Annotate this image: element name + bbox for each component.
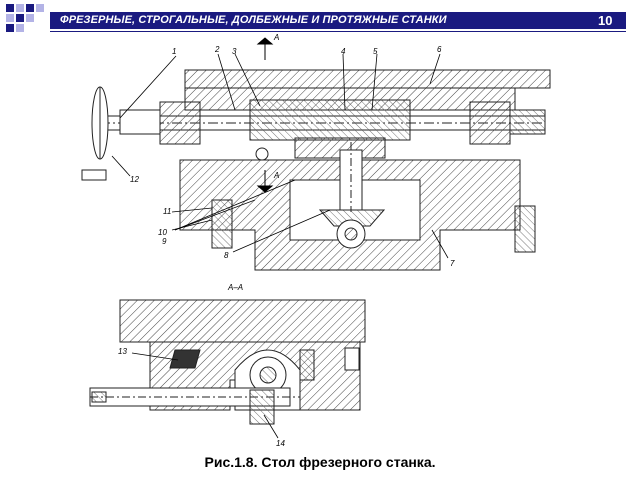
upper-section-view: [81, 69, 551, 271]
section-mark-top: А: [273, 33, 279, 42]
callout-2: 2: [214, 45, 220, 54]
callout-1: 1: [172, 47, 176, 56]
callout-6: 6: [437, 45, 442, 54]
figure-caption: Рис.1.8. Стол фрезерного станка.: [204, 454, 436, 470]
callout-13: 13: [118, 347, 127, 356]
callout-5: 5: [373, 47, 378, 56]
section-title: А–А: [227, 283, 243, 292]
callout-11: 11: [163, 207, 171, 216]
leader-lines: [111, 53, 449, 259]
page-number: 10: [598, 13, 613, 28]
header-divider: [50, 31, 626, 32]
callout-4: 4: [341, 47, 346, 56]
callout-3: 3: [232, 47, 237, 56]
slide-title: ФРЕЗЕРНЫЕ, СТРОГАЛЬНЫЕ, ДОЛБЕЖНЫЕ И ПРОТ…: [60, 14, 447, 26]
callout-7: 7: [450, 259, 455, 268]
callout-8: 8: [224, 251, 229, 260]
lower-section-view: [89, 299, 366, 425]
callout-12: 12: [130, 175, 139, 184]
section-marks: [256, 37, 274, 193]
corner-squares-decoration: [6, 4, 44, 32]
milling-table-drawing: А А 1 2 3 4 5 6 7 8 9 10 11 12 А–А: [81, 33, 551, 448]
section-mark-bottom: А: [273, 171, 279, 180]
callout-9: 9: [162, 237, 167, 246]
callout-10: 10: [158, 228, 167, 237]
callout-14: 14: [276, 439, 285, 448]
header-bar: [50, 12, 626, 29]
